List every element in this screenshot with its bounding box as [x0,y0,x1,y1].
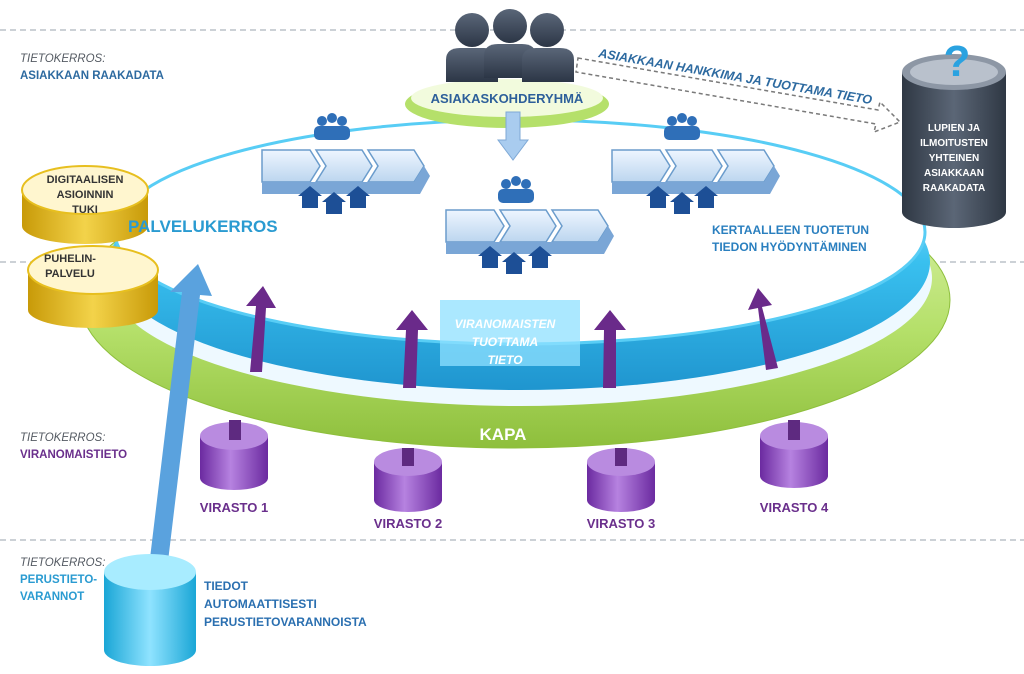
layer-caption-authority: TIETOKERROS: [20,432,105,444]
authority-info-line3: TIETO [487,353,523,367]
process-flow-center [445,209,614,254]
phone-service-cylinder [27,245,159,328]
people-small-icon [314,113,350,140]
customer-group-label: ASIAKASKOHDERYHMÄ [431,91,584,106]
kapa-label: KAPA [480,425,527,444]
process-flow-left [261,149,430,194]
layer-name-authority: VIRANOMAISTIETO [20,449,127,461]
arrow-up-icon [748,288,778,370]
digital-support-line2: ASIOINNIN [57,189,114,201]
arrow-up-icon [594,310,626,388]
layer-name-raw: ASIAKKAAN RAAKADATA [20,70,164,82]
phone-service-line1: PUHELIN- [44,253,96,265]
raw-data-cylinder [902,54,1006,228]
house-icon [298,186,370,214]
base-data-cylinder [104,554,196,666]
arrow-down-icon [497,111,529,161]
raw-data-line1: LUPIEN JA [928,123,980,134]
authority-info-line2: TUOTTAMA [472,335,538,349]
layer-name-base-1: PERUSTIETO- [20,574,97,586]
raw-data-line2: ILMOITUSTEN [920,138,988,149]
customer-info-arrow [575,57,902,134]
digital-support-line3: TUKI [72,204,98,216]
base-data-line3: PERUSTIETOVARANNOISTA [204,615,367,629]
house-icon [478,246,552,274]
agency-cylinder-2 [374,448,442,512]
service-ring [110,118,930,390]
raw-data-line4: ASIAKKAAN [924,168,984,179]
digital-support-cylinder [21,165,149,244]
agency-label-2: VIRASTO 2 [374,516,442,531]
authority-info-line1: VIRANOMAISTEN [455,317,556,331]
process-flow-right [611,149,780,194]
layer-caption-base: TIETOKERROS: [20,557,105,569]
house-icon [646,186,718,214]
raw-data-line5: RAAKADATA [923,183,985,194]
base-data-arrow [148,264,212,578]
base-data-line2: AUTOMAATTISESTI [204,597,317,611]
digital-support-line1: DIGITAALISEN [47,174,124,186]
people-icon [446,9,574,82]
layer-caption-raw: TIETOKERROS: [20,53,105,65]
phone-service-line2: PALVELU [45,268,95,280]
raw-data-line3: YHTEINEN [929,153,980,164]
people-small-icon [664,113,700,140]
base-data-line1: TIEDOT [204,579,249,593]
service-layer-label: PALVELUKERROS [128,217,278,236]
agency-label-1: VIRASTO 1 [200,500,268,515]
agency-label-4: VIRASTO 4 [760,500,829,515]
once-only-line2: TIEDON HYÖDYNTÄMINEN [712,239,867,254]
customer-group-ring [405,79,609,128]
agency-label-3: VIRASTO 3 [587,516,655,531]
arrow-up-icon [396,310,428,388]
layer-name-base-2: VARANNOT [20,591,84,603]
arrow-up-icon [246,286,276,372]
people-small-icon [498,176,534,203]
once-only-line1: KERTAALLEEN TUOTETUN [712,223,869,237]
question-mark-icon: ? [944,37,971,86]
